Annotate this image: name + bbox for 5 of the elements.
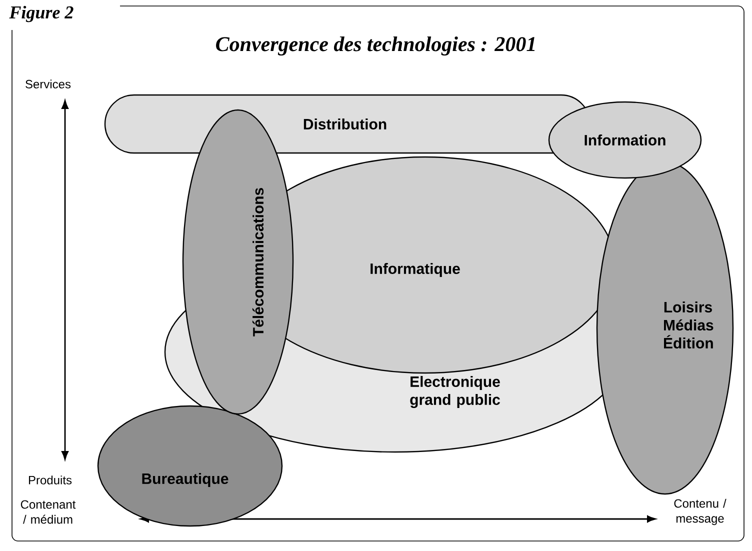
title: Convergence des technologies : 2001 [216, 36, 535, 56]
axis-label: Services [26, 80, 71, 88]
figure-number: Figure 2 [9, 6, 74, 22]
axis-label: Produits [28, 476, 72, 484]
axis-label: Contenant / médium [20, 500, 76, 524]
